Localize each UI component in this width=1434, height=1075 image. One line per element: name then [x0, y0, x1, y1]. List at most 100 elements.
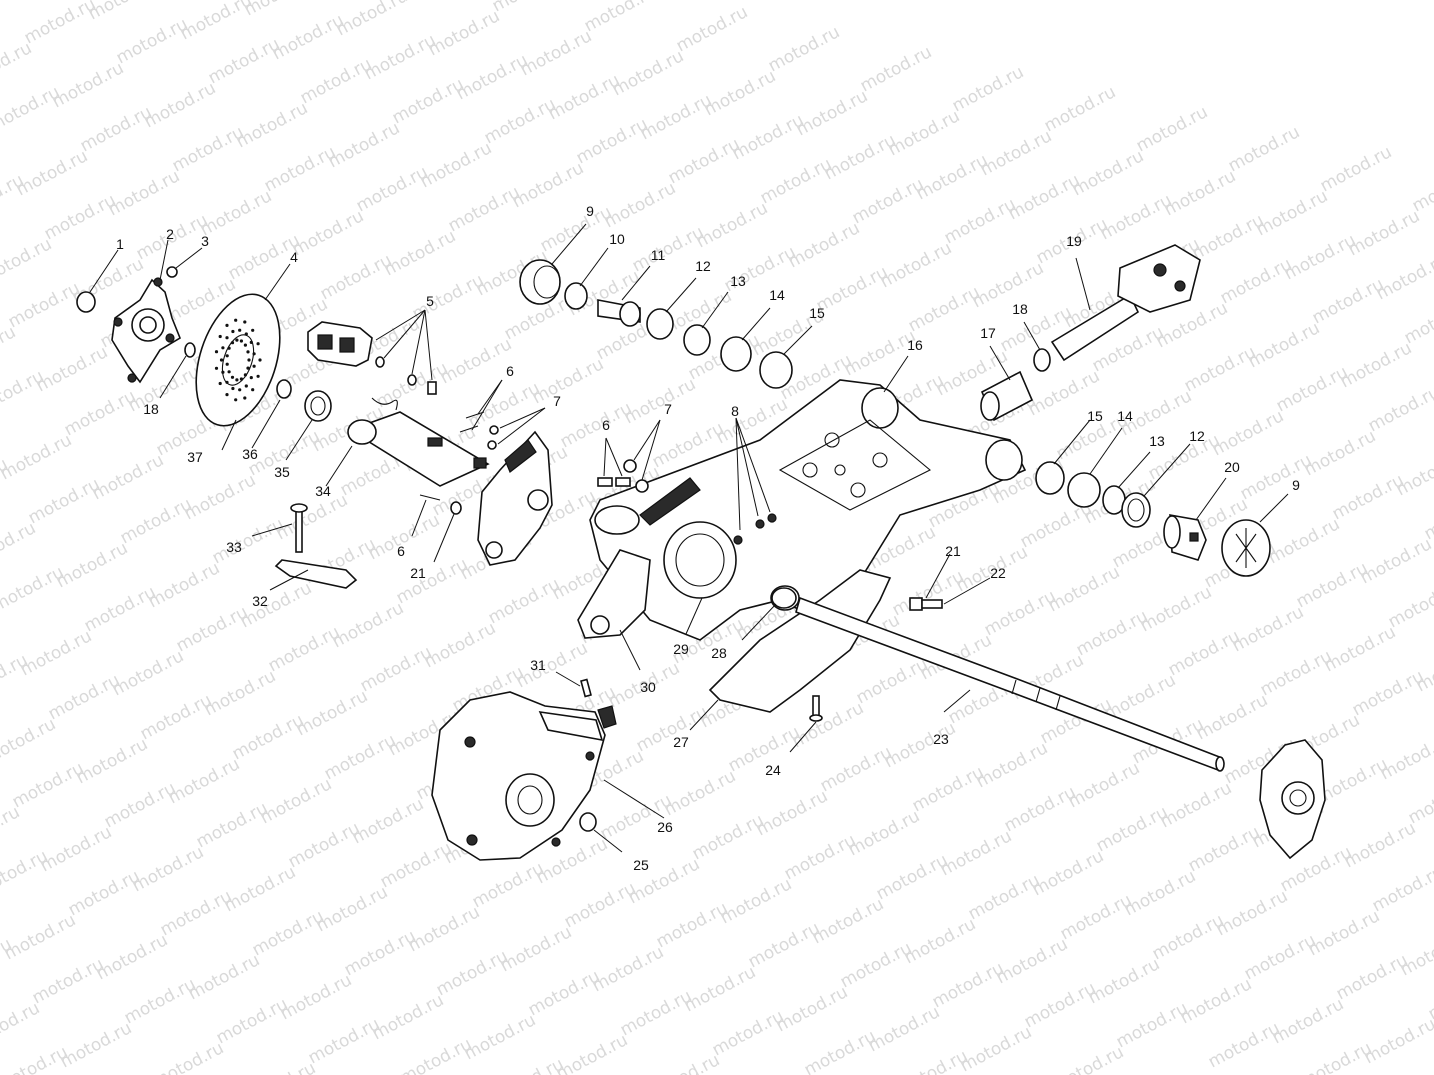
watermark-text: motod.ru	[1209, 406, 1287, 460]
watermark-text: motod.ru	[905, 282, 983, 336]
watermark-text: motod.ru	[1085, 954, 1163, 1008]
ring-part-18b	[1033, 348, 1051, 372]
watermark-text: motod.ru	[781, 830, 859, 884]
watermark-text: motod.ru	[129, 842, 207, 896]
watermark-text: motod.ru	[573, 114, 651, 168]
axle-part-23	[795, 596, 1225, 772]
pin-part-31	[580, 678, 592, 698]
watermark-text: motod.ru	[313, 882, 391, 936]
watermark-text: motod.ru	[349, 794, 427, 848]
watermark-text: motod.ru	[329, 598, 407, 652]
watermark-text: motod.ru	[293, 686, 371, 740]
watermark-text: motod.ru	[149, 1038, 227, 1075]
watermark-text: motod.ru	[1345, 206, 1423, 260]
watermark-text: motod.ru	[77, 102, 155, 156]
watermark-text: motod.ru	[1333, 950, 1411, 1004]
callout-c15a: 15	[809, 305, 825, 321]
watermark-text: motod.ru	[1341, 818, 1419, 872]
cup-part-9a	[519, 259, 561, 305]
callout-c14a: 14	[769, 287, 785, 303]
callout-c2: 2	[166, 226, 174, 242]
disc-hole	[221, 370, 225, 374]
callout-c11: 11	[651, 247, 666, 263]
watermark-text: motod.ru	[1213, 886, 1291, 940]
watermark-text: motod.ru	[661, 766, 739, 820]
disc-hole	[230, 375, 235, 379]
watermark-text: motod.ru	[381, 226, 459, 280]
disc-hole	[243, 396, 247, 400]
disc-hole	[219, 358, 224, 362]
watermark-text: motod.ru	[257, 774, 335, 828]
watermark-text: motod.ru	[269, 10, 347, 64]
watermark-text: motod.ru	[681, 962, 759, 1016]
disc-hole	[239, 377, 243, 381]
callout-c21a: 21	[410, 565, 426, 581]
watermark-text: motod.ru	[1073, 606, 1151, 660]
watermark-text: motod.ru	[1045, 562, 1123, 616]
watermark-text: motod.ru	[1257, 646, 1335, 700]
watermark-text: motod.ru	[397, 1034, 475, 1075]
seal-part-12a	[646, 308, 674, 340]
watermark-text: motod.ru	[201, 666, 279, 720]
callout-c13a: 13	[730, 273, 746, 289]
watermark-text: motod.ru	[725, 722, 803, 776]
watermark-text: motod.ru	[665, 134, 743, 188]
callout-c37: 37	[187, 449, 203, 465]
watermark-text: motod.ru	[957, 1022, 1035, 1075]
bolts-part-6	[419, 411, 499, 501]
callout-c1: 1	[116, 236, 124, 252]
watermark-text: motod.ru	[789, 698, 867, 752]
watermark-text: motod.ru	[693, 198, 771, 252]
watermark-text: motod.ru	[65, 866, 143, 920]
disc-hole	[221, 346, 225, 350]
callout-c31: 31	[530, 657, 546, 673]
watermark-text: motod.ru	[1005, 170, 1083, 224]
watermark-text: motod.ru	[29, 954, 107, 1008]
watermark-text: motod.ru	[1377, 730, 1434, 784]
watermark-text: motod.ru	[1205, 1018, 1283, 1072]
watermark-text: motod.ru	[1157, 778, 1235, 832]
watermark-text: motod.ru	[589, 942, 667, 996]
callout-c7b: 7	[664, 401, 672, 417]
knuckle-part-30	[577, 549, 651, 639]
watermark-text: motod.ru	[513, 638, 591, 692]
disc-hole	[238, 328, 242, 332]
watermark-text: motod.ru	[353, 162, 431, 216]
callout-c29: 29	[673, 641, 689, 657]
watermark-text: motod.ru	[89, 450, 167, 504]
watermark-text: motod.ru	[709, 1006, 787, 1060]
watermark-text: motod.ru	[973, 738, 1051, 792]
watermark-text: motod.ru	[325, 118, 403, 172]
watermark-text: motod.ru	[609, 46, 687, 100]
watermark-text: motod.ru	[1021, 978, 1099, 1032]
disc-hole	[230, 341, 235, 345]
callout-c18b: 18	[1012, 301, 1028, 317]
callout-c12b: 12	[1189, 428, 1205, 444]
watermark-text: motod.ru	[1269, 994, 1347, 1048]
callout-c28: 28	[711, 645, 727, 661]
watermark-text: motod.ru	[0, 998, 43, 1052]
watermark-text: motod.ru	[1057, 890, 1135, 944]
watermark-text: motod.ru	[1321, 622, 1399, 676]
plate-part-32	[274, 559, 358, 589]
watermark-text: motod.ru	[0, 0, 7, 28]
watermark-text: motod.ru	[525, 966, 603, 1020]
watermark-text: motod.ru	[341, 926, 419, 980]
watermark-text: motod.ru	[929, 958, 1007, 1012]
bearing-part-35	[304, 390, 332, 422]
watermark-text: motod.ru	[437, 334, 515, 388]
watermark-text: motod.ru	[537, 202, 615, 256]
watermark-text: motod.ru	[0, 430, 75, 484]
watermark-text: motod.ru	[509, 158, 587, 212]
watermark-text: motod.ru	[0, 234, 55, 288]
watermark-text: motod.ru	[1161, 166, 1239, 220]
disc-hole	[243, 320, 247, 324]
watermark-text: motod.ru	[753, 786, 831, 840]
disc-hole	[234, 318, 238, 322]
watermark-text: motod.ru	[181, 470, 259, 524]
watermark-text: motod.ru	[965, 870, 1043, 924]
watermark-text: motod.ru	[0, 846, 51, 900]
watermark-text: motod.ru	[25, 474, 103, 528]
watermark-text: motod.ru	[41, 190, 119, 244]
watermark-text: motod.ru	[233, 98, 311, 152]
